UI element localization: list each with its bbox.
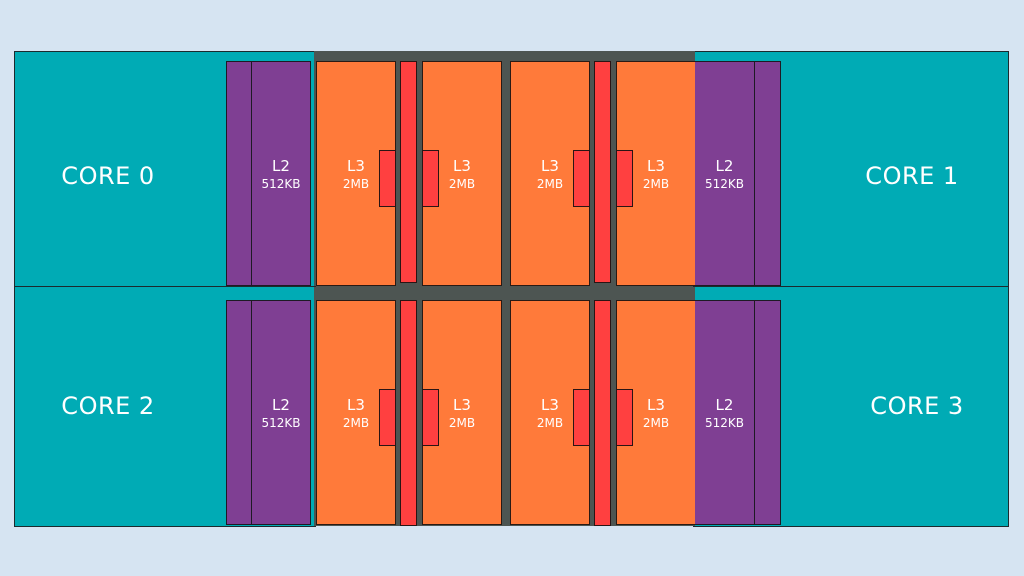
- core-0-label: CORE 0: [61, 162, 155, 190]
- l2-tag-core-0: [226, 61, 252, 286]
- l3-name: L3: [347, 395, 365, 414]
- l3-name: L3: [647, 395, 665, 414]
- l3-port-2: [573, 150, 590, 207]
- l2-tag-core-1: [754, 61, 781, 286]
- l2-cache-core-3: L2 512KB: [695, 300, 755, 525]
- l3-name: L3: [541, 395, 559, 414]
- l3-port-0: [379, 150, 396, 207]
- ring-bus-right-bottom: [594, 300, 611, 526]
- l2-cache-core-1: L2 512KB: [695, 61, 755, 286]
- l2-size: 512KB: [704, 176, 744, 191]
- l3-size: 2MB: [342, 415, 370, 430]
- l3-name: L3: [647, 156, 665, 175]
- l3-name: L3: [453, 156, 471, 175]
- l2-size: 512KB: [261, 176, 301, 191]
- l3-size: 2MB: [642, 415, 670, 430]
- l3-size: 2MB: [342, 176, 370, 191]
- l3-name: L3: [347, 156, 365, 175]
- l2-size: 512KB: [704, 415, 744, 430]
- ring-bus-left-bottom: [400, 300, 417, 526]
- l3-port-1: [422, 150, 439, 207]
- l2-size: 512KB: [261, 415, 301, 430]
- ring-bus-right-top: [594, 61, 611, 283]
- l3-size: 2MB: [448, 415, 476, 430]
- core-2-label: CORE 2: [61, 392, 155, 420]
- l3-size: 2MB: [536, 415, 564, 430]
- l2-name: L2: [272, 156, 290, 175]
- l3-size: 2MB: [448, 176, 476, 191]
- l3-size: 2MB: [642, 176, 670, 191]
- ring-bus-left-top: [400, 61, 417, 283]
- l3-port-4: [379, 389, 396, 446]
- l2-cache-core-2: L2 512KB: [251, 300, 311, 525]
- l2-tag-core-3: [754, 300, 781, 525]
- l2-name: L2: [715, 395, 734, 414]
- core-3-label: CORE 3: [870, 392, 964, 420]
- l3-size: 2MB: [536, 176, 564, 191]
- l3-port-6: [573, 389, 590, 446]
- l3-port-5: [422, 389, 439, 446]
- l2-cache-core-0: L2 512KB: [251, 61, 311, 286]
- l2-tag-core-2: [226, 300, 252, 525]
- l3-port-7: [616, 389, 633, 446]
- l2-name: L2: [272, 395, 290, 414]
- core-1-label: CORE 1: [865, 162, 959, 190]
- l3-slice-6: L3 2MB: [510, 300, 590, 525]
- l2-name: L2: [715, 156, 734, 175]
- l3-port-3: [616, 150, 633, 207]
- l3-name: L3: [541, 156, 559, 175]
- l3-name: L3: [453, 395, 471, 414]
